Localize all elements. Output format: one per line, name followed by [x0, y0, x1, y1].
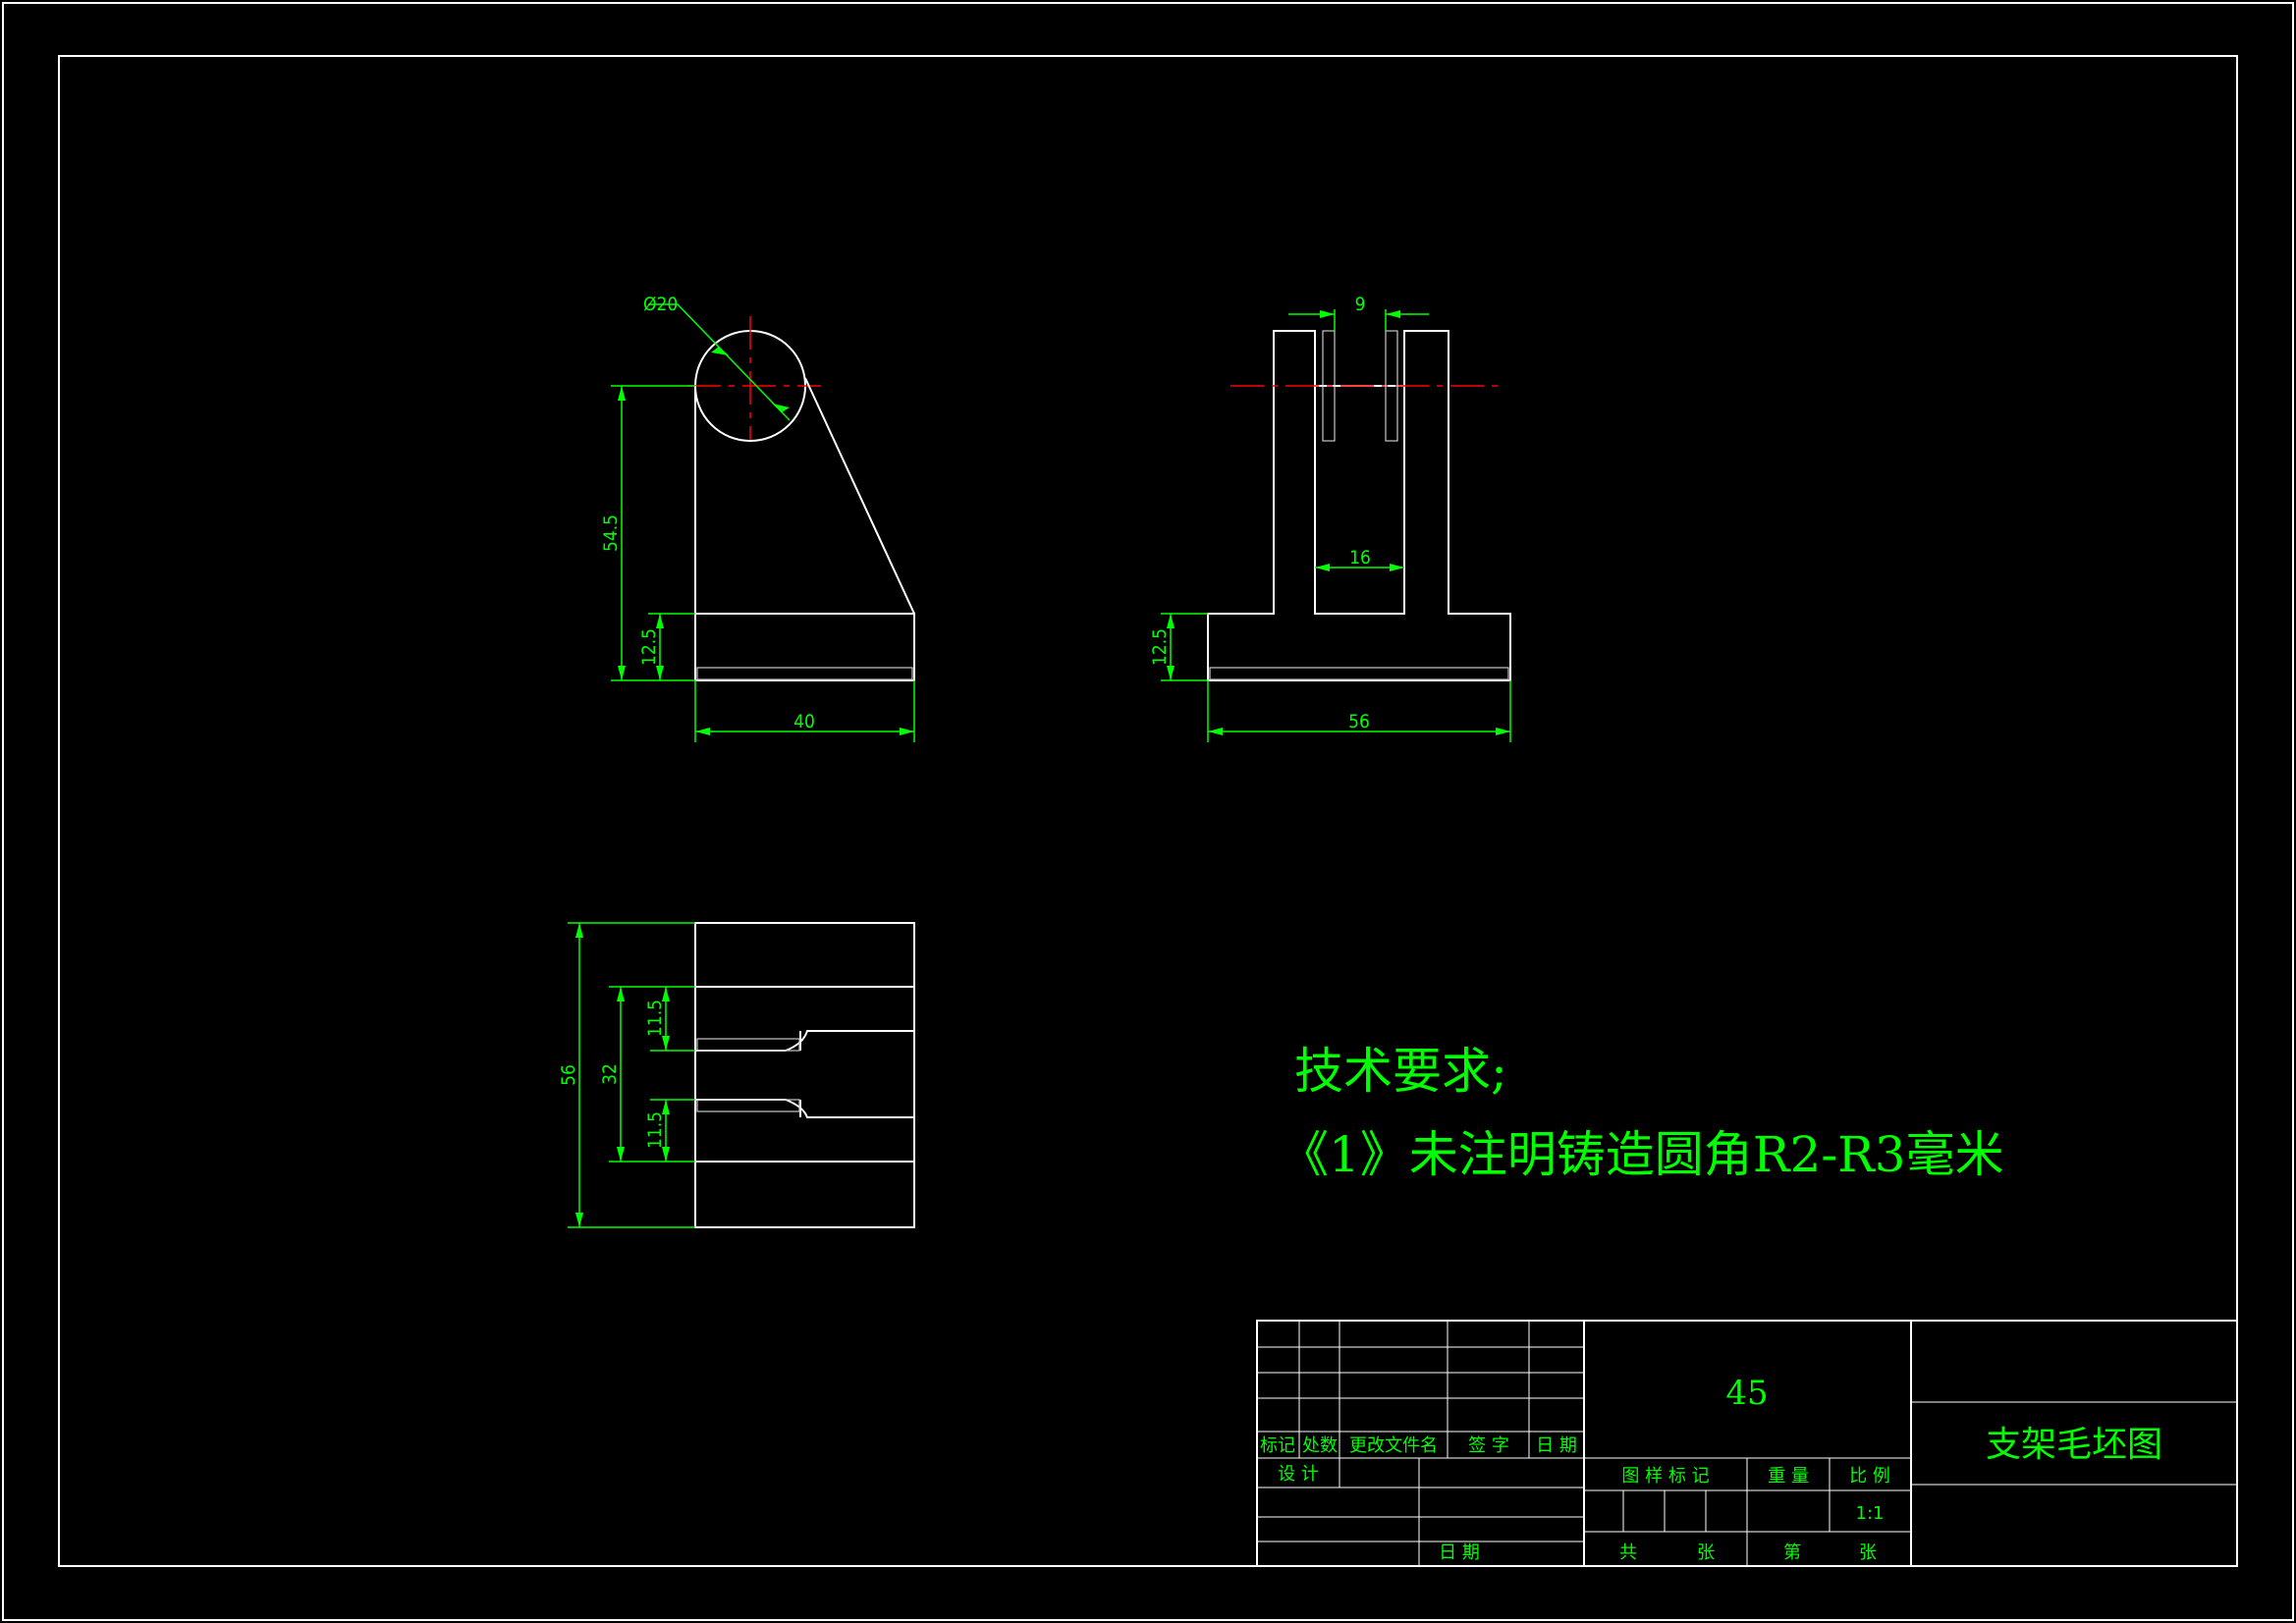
side-width-label: 56 — [1348, 711, 1370, 732]
tb-count: 处数 — [1302, 1435, 1338, 1456]
lug-right-hatch — [1385, 330, 1398, 442]
tb-change-doc: 更改文件名 — [1349, 1435, 1438, 1456]
width-label: 40 — [793, 711, 815, 732]
inner-label: 16 — [1349, 547, 1371, 568]
tb-design: 设 计 — [1278, 1464, 1319, 1485]
gap-label: 9 — [1355, 294, 1366, 315]
height-label: 54.5 — [600, 514, 622, 552]
side-base-label: 12.5 — [1149, 628, 1171, 666]
tb-total: 共 — [1619, 1542, 1637, 1563]
tb-signature: 签 字 — [1468, 1435, 1509, 1456]
tech-heading: 技术要求; — [1294, 1043, 1507, 1100]
lug-left-hatch — [1322, 330, 1336, 442]
tb-sheet2: 张 — [1859, 1542, 1877, 1563]
tb-scale-label: 比 例 — [1849, 1466, 1890, 1487]
front-base-hatch — [696, 667, 913, 680]
tech-note: 《1》未注明铸造圆角R2-R3毫米 — [1280, 1126, 2004, 1183]
slot2-label: 11.5 — [644, 1111, 666, 1149]
slot1-label: 11.5 — [644, 1000, 666, 1037]
tb-weight: 重 量 — [1768, 1466, 1809, 1487]
tb-sheet: 张 — [1697, 1542, 1715, 1563]
depth-label: 56 — [558, 1064, 579, 1086]
tb-date2: 日 期 — [1439, 1542, 1480, 1563]
material: 45 — [1725, 1374, 1768, 1413]
front-view: Ø20 54.5 12.5 40 — [600, 294, 915, 742]
dia-label: Ø20 — [643, 294, 678, 315]
slot-lower-hatch — [696, 1099, 800, 1112]
drawing-title: 支架毛坯图 — [1986, 1425, 2162, 1465]
base-label: 12.5 — [638, 628, 660, 666]
mid-label: 32 — [599, 1063, 621, 1085]
tb-number: 第 — [1783, 1542, 1801, 1563]
title-block: 标记 处数 更改文件名 签 字 日 期 设 计 日 期 45 图 样 标 记 重… — [1256, 1320, 2238, 1567]
slot-upper-hatch — [696, 1038, 800, 1052]
tb-mark: 标记 — [1260, 1435, 1295, 1456]
tb-date: 日 期 — [1536, 1435, 1577, 1456]
inner-frame — [58, 55, 2238, 1567]
top-view: 56 32 11.5 11.5 — [558, 922, 915, 1228]
side-view: 9 16 12.5 56 — [1149, 294, 1511, 742]
side-base-hatch — [1209, 667, 1509, 680]
tb-scale: 1:1 — [1856, 1503, 1885, 1524]
tb-sample-mark: 图 样 标 记 — [1621, 1466, 1709, 1487]
